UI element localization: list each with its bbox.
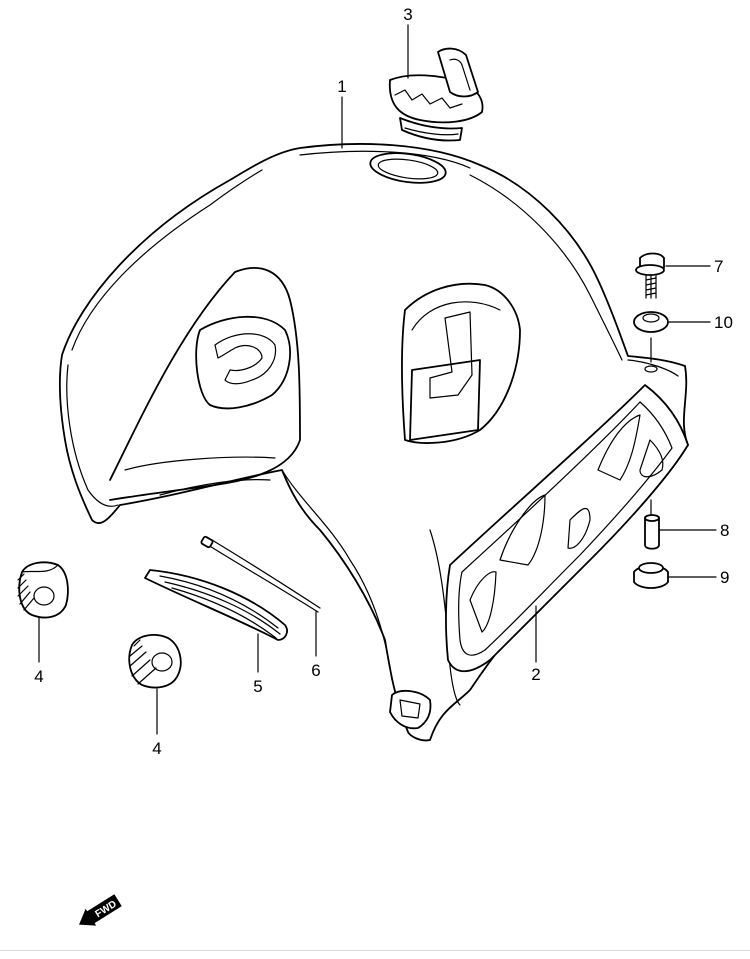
bottom-divider (0, 950, 750, 951)
mount-hole (644, 365, 658, 373)
callout-5: 5 (253, 677, 262, 696)
callout-numbers: 1 3 7 10 8 9 2 4 4 5 6 (34, 5, 733, 758)
tank-pad (144, 569, 288, 641)
callout-4-right: 4 (152, 739, 161, 758)
mount-cushion (633, 562, 669, 589)
fwd-arrow-icon: FWD (79, 894, 122, 926)
collar (644, 514, 660, 550)
cushion-left (17, 561, 69, 619)
callout-10: 10 (714, 313, 733, 332)
callout-9: 9 (720, 568, 729, 587)
washer (633, 311, 669, 333)
callout-4-left: 4 (34, 667, 43, 686)
callout-8: 8 (720, 521, 729, 540)
fuel-tank (58, 143, 689, 742)
fuel-cap (388, 47, 484, 142)
cushion-right (128, 634, 182, 689)
callout-6: 6 (311, 661, 320, 680)
callout-7: 7 (714, 257, 723, 276)
bolt (635, 252, 665, 299)
leader-lines (38, 24, 717, 735)
fuel-band (200, 535, 321, 613)
callout-1: 1 (337, 77, 346, 96)
callout-2: 2 (531, 665, 540, 684)
callout-3: 3 (403, 5, 412, 24)
tank-emblem (445, 384, 689, 673)
